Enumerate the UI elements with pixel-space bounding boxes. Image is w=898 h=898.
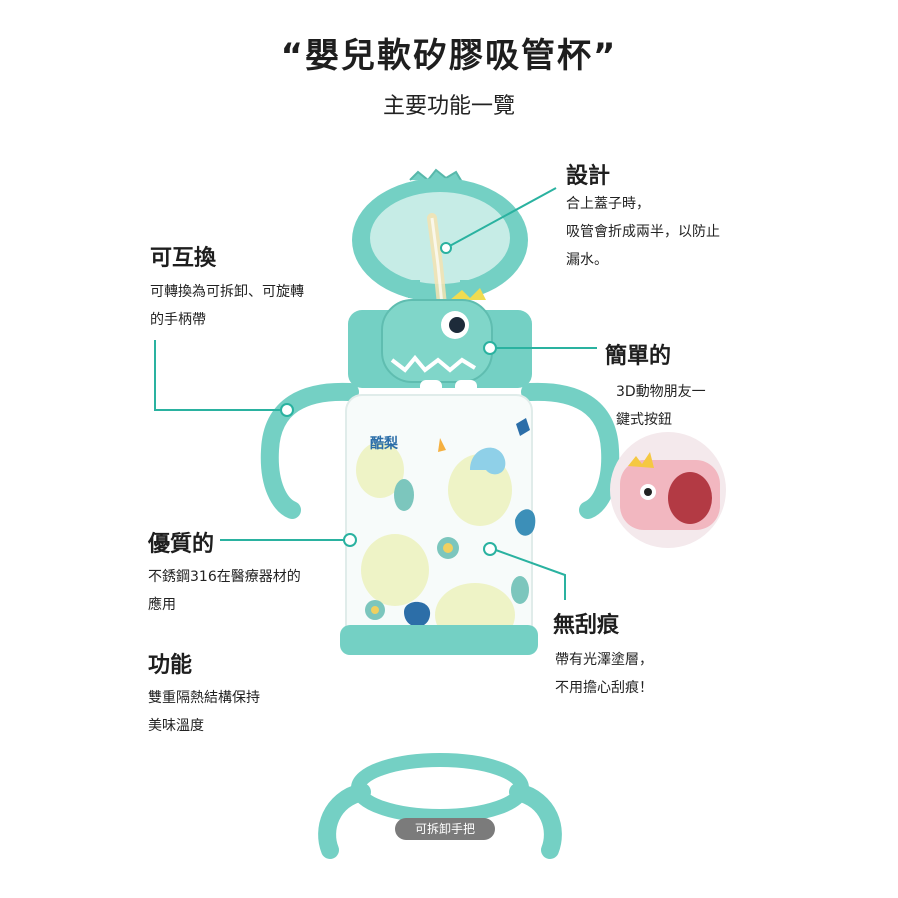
- feature-interchangeable-heading: 可互換: [150, 246, 217, 271]
- detachable-handle: [318, 753, 562, 859]
- feature-simple-heading: 簡單的: [605, 344, 672, 369]
- straw: [427, 213, 447, 310]
- feature-simple-desc: 3D動物朋友一 鍵式按鈕: [616, 384, 706, 428]
- cup-brand-print: 酷梨: [370, 435, 399, 452]
- leader-lines: [154, 187, 597, 600]
- page-subtitle: 主要功能一覽: [382, 94, 515, 119]
- feature-function-heading: 功能: [148, 653, 193, 678]
- feature-design-heading: 設計: [566, 164, 611, 189]
- cup-base: [340, 625, 538, 655]
- pink-button-inset: [610, 432, 726, 548]
- dino-button: [381, 288, 493, 394]
- leader-dots: [280, 242, 497, 556]
- feature-design-desc: 合上蓋子時， 吸管會折成兩半，以防止 漏水。: [566, 196, 720, 268]
- feature-scratch-desc: 帶有光澤塗層， 不用擔心刮痕！: [555, 652, 653, 696]
- feature-quality-desc: 不銹鋼316在醫療器材的 應用: [148, 569, 301, 613]
- feature-quality-heading: 優質的: [148, 532, 215, 557]
- cup-lid: [352, 168, 528, 302]
- left-handle: [260, 382, 359, 519]
- feature-function-desc: 雙重隔熱結構保持 美味溫度: [148, 690, 260, 734]
- page-title: “嬰兒軟矽膠吸管杯”: [280, 36, 618, 76]
- feature-interchangeable-desc: 可轉換為可拆卸、可旋轉 的手柄帶: [150, 284, 304, 328]
- feature-scratch-heading: 無刮痕: [553, 613, 620, 638]
- right-handle: [521, 382, 620, 519]
- handle-badge: 可拆卸手把: [395, 818, 495, 840]
